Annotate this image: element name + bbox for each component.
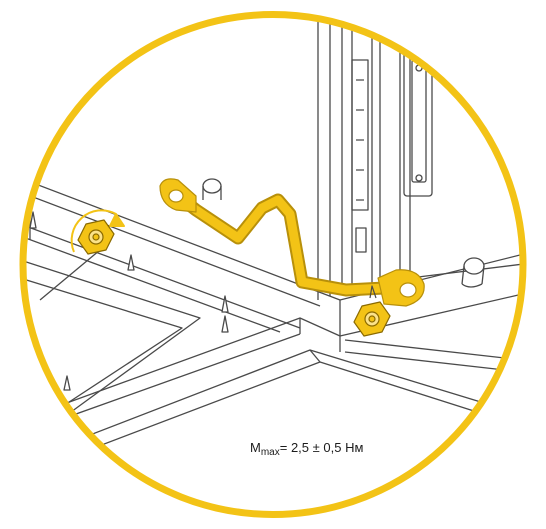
bottom-panel [23,249,201,421]
nut-icon [77,219,115,255]
rotation-arrow-icon [70,209,125,253]
magnifier-ring [19,11,527,518]
torque-symbol: M [250,440,261,455]
cabinet-corner-drawing [23,14,523,477]
bottom-front-rail [23,317,523,477]
threaded-stud-icon [202,178,485,288]
frame-tabs [29,211,229,391]
vertical-frame-post [317,14,381,300]
torque-subscript: max [260,447,280,458]
torque-label: Mmax= 2,5 ± 0,5 Нм [250,440,363,458]
grounding-wire [159,178,425,307]
torque-value: = 2,5 ± 0,5 Нм [279,440,364,455]
nut-icon-right [353,285,391,337]
